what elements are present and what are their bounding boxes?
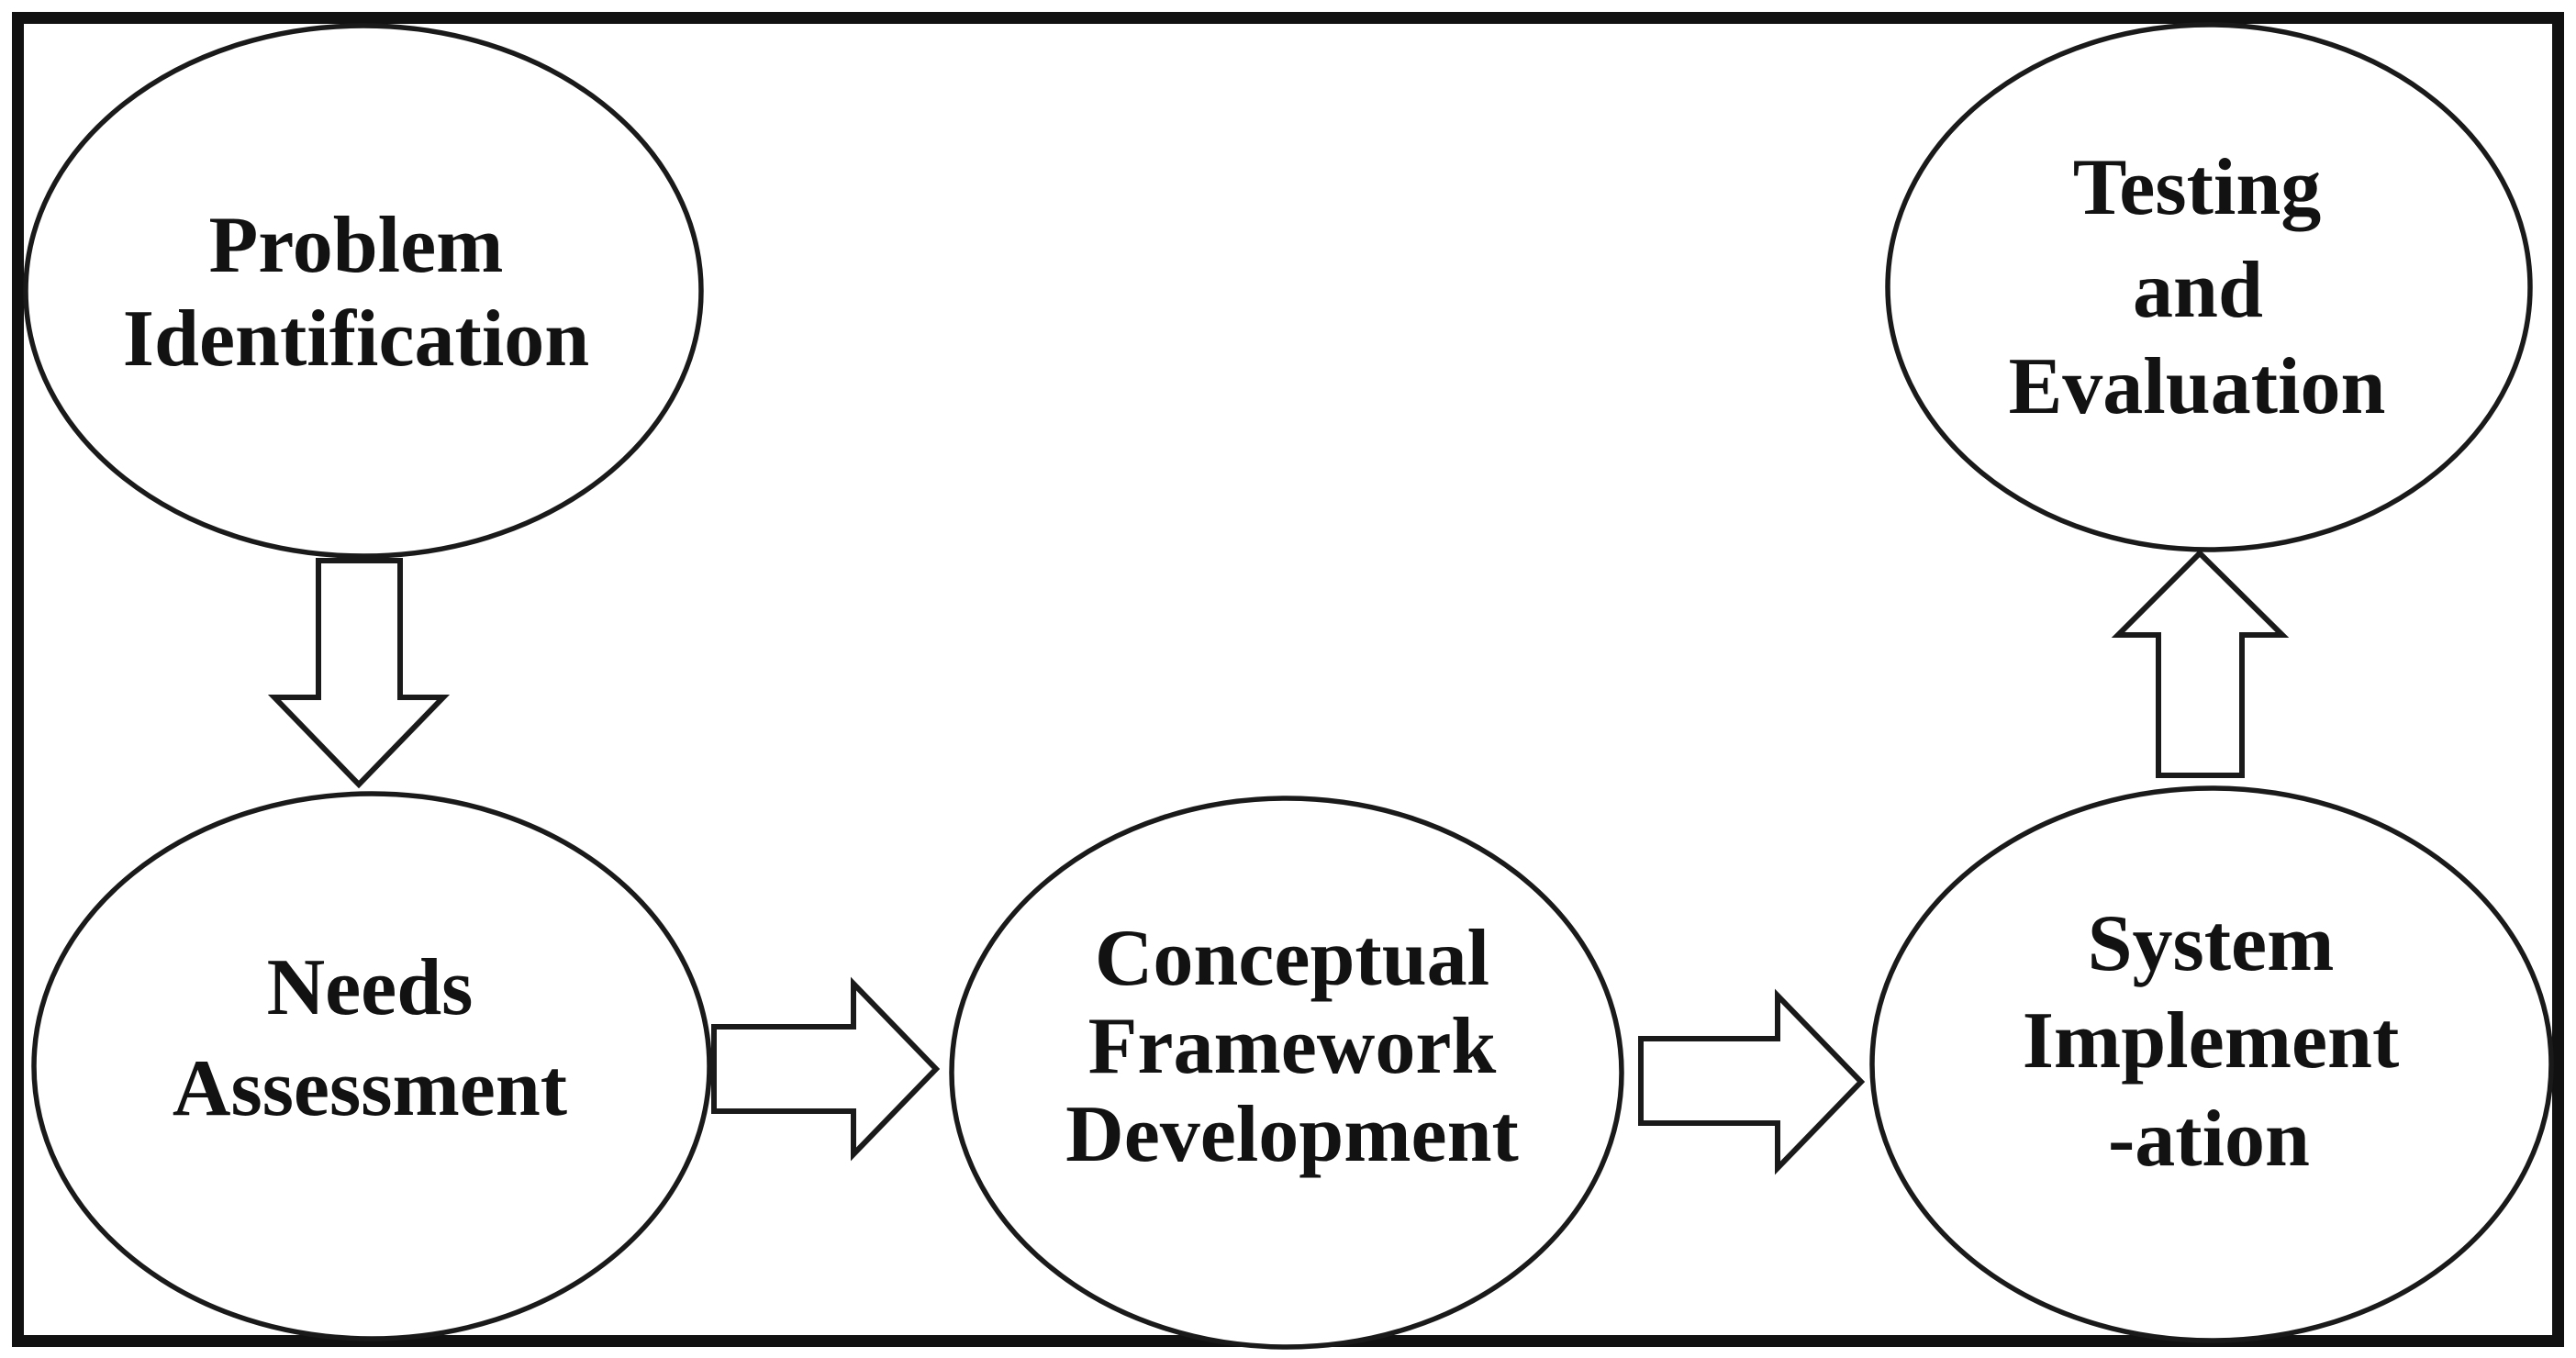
- testing-and-evaluation-label-line-2: and: [2133, 246, 2263, 335]
- testing-and-evaluation-label-line-1: Testing: [2073, 143, 2322, 232]
- node-system-implementation: System Implement -ation: [1869, 785, 2554, 1343]
- needs-assessment-label-line-2: Assessment: [173, 1044, 567, 1133]
- conceptual-framework-development-label-line-1: Conceptual: [1095, 914, 1489, 1003]
- conceptual-framework-development-label-line-2: Framework: [1088, 1002, 1497, 1091]
- needs-assessment-label-line-1: Needs: [267, 943, 474, 1032]
- arrow-problem-to-needs-down: [267, 558, 451, 789]
- node-needs-assessment: Needs Assessment: [31, 791, 712, 1341]
- problem-identification-label-line-1: Problem: [209, 201, 504, 290]
- arrow-system-to-testing-up: [2111, 549, 2290, 778]
- system-implementation-label-line-2: Implement: [2023, 996, 2400, 1085]
- system-implementation-ellipse: [1869, 785, 2554, 1343]
- testing-and-evaluation-ellipse: [1885, 22, 2533, 552]
- needs-assessment-ellipse: [31, 791, 712, 1341]
- node-problem-identification: Problem Identification: [23, 23, 704, 559]
- conceptual-framework-development-ellipse: [949, 796, 1624, 1350]
- system-implementation-label-line-1: System: [2088, 899, 2335, 988]
- problem-identification-ellipse: [23, 23, 704, 559]
- arrow-needs-to-conceptual-right: [711, 976, 941, 1162]
- problem-identification-label-line-2: Identification: [123, 295, 589, 384]
- testing-and-evaluation-label-line-3: Evaluation: [2009, 342, 2386, 431]
- arrow-conceptual-to-system-right: [1638, 988, 1866, 1175]
- node-testing-and-evaluation: Testing and Evaluation: [1885, 22, 2533, 552]
- system-implementation-label-line-3: -ation: [2108, 1095, 2310, 1184]
- node-conceptual-framework-development: Conceptual Framework Development: [949, 796, 1624, 1350]
- conceptual-framework-development-label-line-3: Development: [1065, 1090, 1519, 1179]
